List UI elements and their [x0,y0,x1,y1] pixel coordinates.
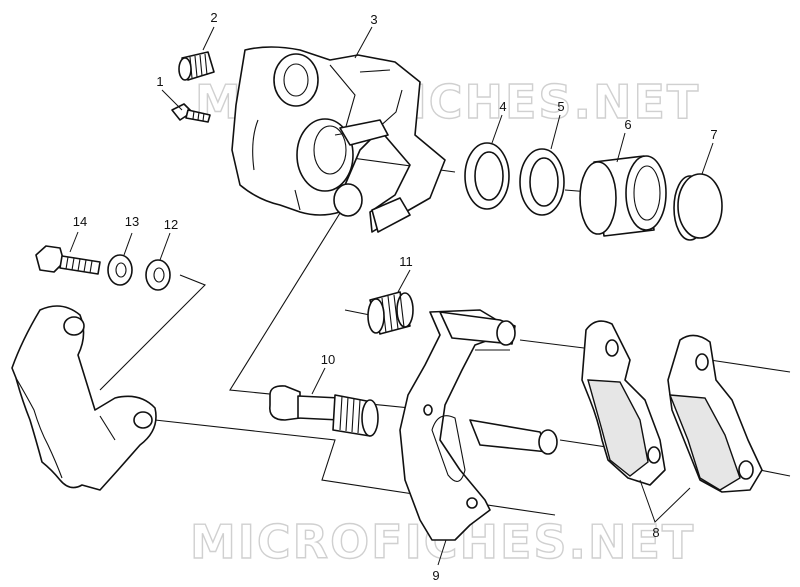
part-12-flat-washer [145,259,171,291]
callout-13: 13 [125,214,139,229]
part-10-guide-pin [268,385,379,437]
part-9-caliper-bracket [399,309,558,541]
part-7-piston-cap [673,173,723,241]
callout-8: 8 [652,525,659,540]
callout-9: 9 [432,568,439,583]
part-3-caliper-body [231,46,446,233]
callout-1: 1 [156,74,163,89]
callout-10: 10 [321,352,335,367]
part-8-brake-pad-outer [667,334,763,493]
part-13-lock-washer [107,254,133,286]
callout-5: 5 [557,99,564,114]
callout-2: 2 [210,10,217,25]
part-14-mounting-bolt [35,245,101,275]
part-1-bleeder-bolt [171,103,211,123]
callout-4: 4 [499,99,506,114]
part-2-bleeder-screw [178,51,215,81]
part-5-dust-seal [519,148,565,216]
mounting-bracket-section [11,305,157,491]
part-4-piston-seal [464,142,510,210]
callout-3: 3 [370,12,377,27]
callout-7: 7 [710,127,717,142]
part-11-slide-pin [367,291,414,335]
part-8-brake-pad-inner [581,320,666,486]
callout-numbers: 2 1 3 4 5 6 7 14 13 12 11 10 8 9 [73,10,718,583]
callout-12: 12 [164,217,178,232]
callout-14: 14 [73,214,87,229]
callout-6: 6 [624,117,631,132]
callout-11: 11 [399,254,413,269]
part-6-piston [579,155,667,237]
leader-lines [69,26,714,566]
